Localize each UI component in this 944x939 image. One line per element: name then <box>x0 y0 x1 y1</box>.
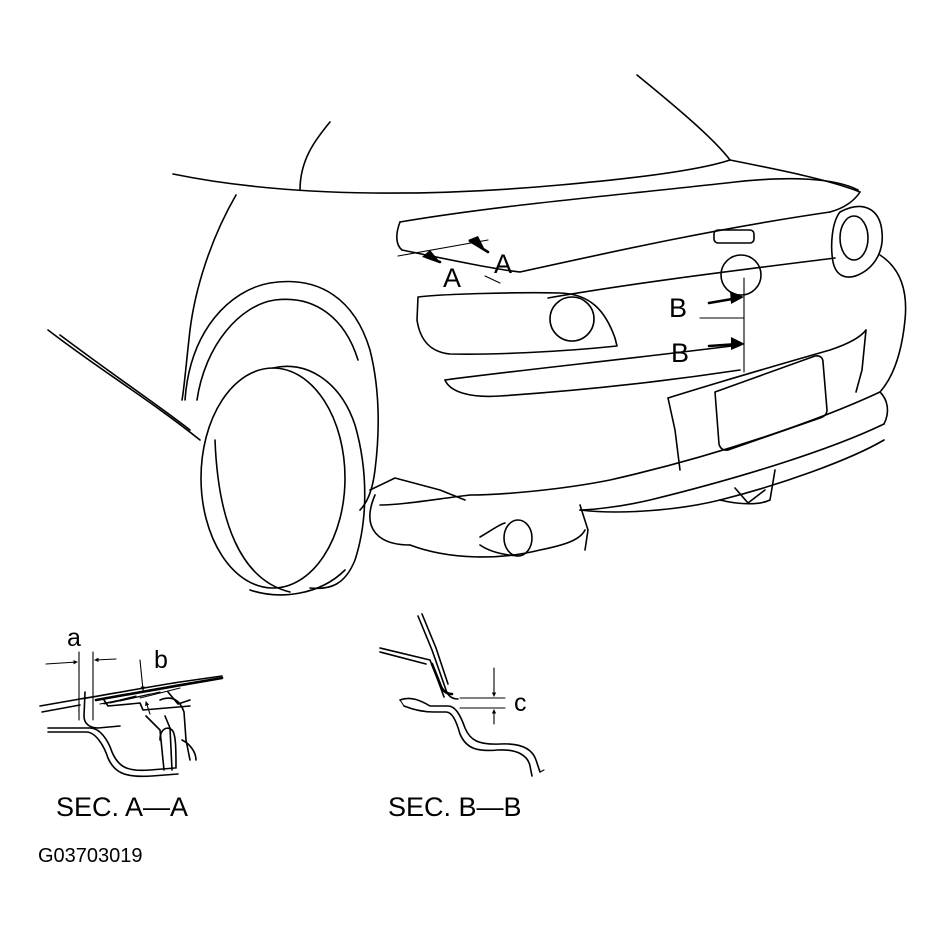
dimension-label-a: a <box>67 624 81 652</box>
license-plate <box>714 355 828 451</box>
right-tail-lamp <box>830 205 883 278</box>
section-a-detail: a b SEC. A—A <box>39 624 224 822</box>
left-tail-lamp <box>416 291 618 355</box>
figure-code: G03703019 <box>38 845 143 867</box>
rear-wheel <box>200 367 346 589</box>
callout-section-b-lower: B <box>671 338 689 368</box>
exhaust-tip <box>503 519 533 557</box>
section-a-markers: A A <box>397 236 512 293</box>
section-b-caption: SEC. B—B <box>388 792 522 822</box>
section-arrow-icon <box>730 291 744 304</box>
car-rear-illustration <box>47 74 907 596</box>
section-arrow-icon <box>731 337 745 350</box>
trunk-emblem <box>713 229 755 244</box>
callout-section-a-lower: A <box>443 263 461 293</box>
callout-section-b-upper: B <box>669 293 687 323</box>
section-b-markers: B B <box>669 277 745 373</box>
dimension-label-b: b <box>154 646 168 674</box>
trunk-lock <box>720 254 762 296</box>
callout-section-a-upper: A <box>494 249 512 279</box>
section-a-caption: SEC. A—A <box>56 792 188 822</box>
dimension-label-c: c <box>514 689 527 717</box>
section-b-detail: c SEC. B—B <box>379 613 545 822</box>
section-arrow-icon <box>422 250 440 262</box>
